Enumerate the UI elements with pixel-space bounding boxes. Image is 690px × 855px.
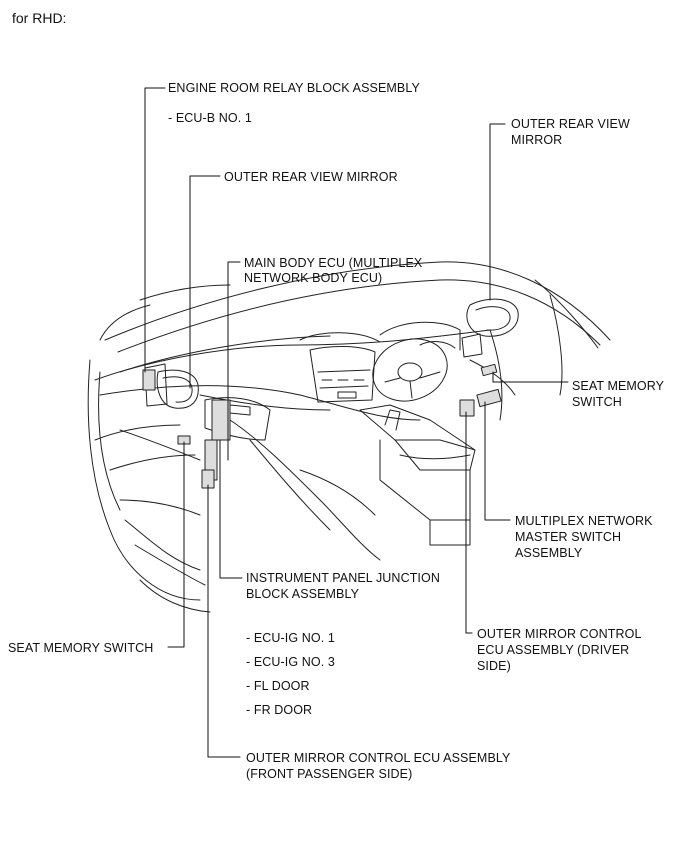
component-markers [142, 363, 502, 489]
label-multiplex-master-line2: MASTER SWITCH [515, 530, 622, 544]
label-ip-junction-line1: INSTRUMENT PANEL JUNCTION [246, 571, 440, 585]
outer-mirror-control-ecu-driver [459, 399, 475, 417]
label-ecu-ig-no3: - ECU-IG NO. 3 [246, 655, 335, 669]
multiplex-network-master-switch [476, 388, 502, 408]
page-header: for RHD: [12, 10, 67, 26]
label-ecu-ig-no1: - ECU-IG NO. 1 [246, 631, 335, 645]
label-seat-memory-right-line1: SEAT MEMORY [572, 379, 665, 393]
dashboard-outline [87, 261, 611, 613]
label-mirror-ecu-driver-line3: SIDE) [477, 659, 511, 673]
label-outer-mirror-left: OUTER REAR VIEW MIRROR [224, 170, 398, 184]
engine-room-relay-block [142, 369, 156, 391]
label-fr-door: - FR DOOR [246, 703, 313, 717]
label-outer-mirror-right-line1: OUTER REAR VIEW [511, 117, 630, 131]
label-ecu-b-no1: - ECU-B NO. 1 [168, 111, 252, 125]
label-outer-mirror-right-line2: MIRROR [511, 133, 563, 147]
label-seat-memory-left: SEAT MEMORY SWITCH [8, 641, 154, 655]
label-mirror-ecu-passenger-line1: OUTER MIRROR CONTROL ECU ASSEMBLY [246, 751, 511, 765]
label-main-body-ecu-line1: MAIN BODY ECU (MULTIPLEX [244, 256, 423, 270]
instrument-panel-junction-block [211, 399, 231, 441]
label-mirror-ecu-driver-line2: ECU ASSEMBLY (DRIVER [477, 643, 630, 657]
label-engine-room-relay-block: ENGINE ROOM RELAY BLOCK ASSEMBLY [168, 81, 420, 95]
label-ip-junction-line2: BLOCK ASSEMBLY [246, 587, 360, 601]
label-multiplex-master-line3: ASSEMBLY [515, 546, 583, 560]
label-mirror-ecu-passenger-line2: (FRONT PASSENGER SIDE) [246, 767, 413, 781]
leader-lines [144, 87, 569, 758]
label-mirror-ecu-driver-line1: OUTER MIRROR CONTROL [477, 627, 642, 641]
label-multiplex-master-line1: MULTIPLEX NETWORK [515, 514, 653, 528]
label-seat-memory-right-line2: SWITCH [572, 395, 622, 409]
label-main-body-ecu-line2: NETWORK BODY ECU) [244, 271, 383, 285]
label-fl-door: - FL DOOR [246, 679, 310, 693]
